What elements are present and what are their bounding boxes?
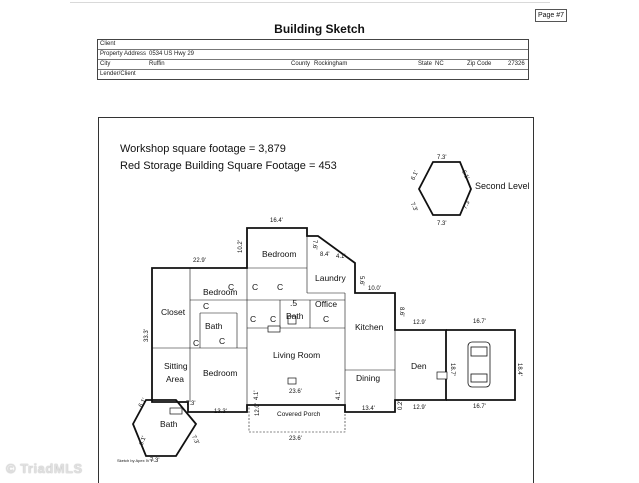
dim-hex-b: 7.3': [186, 401, 196, 407]
room-office: Office: [315, 299, 337, 309]
dim-laundry-a: 8.4': [320, 252, 330, 258]
dim-garage-side-b: 18.4': [516, 363, 522, 376]
dim-garage-bottom: 16.7': [473, 404, 486, 410]
dim-hex-c: 6.1': [139, 435, 148, 446]
dim-bedroom-side: 10.2': [238, 240, 244, 253]
dim-laundry-b: 4.1': [336, 254, 346, 260]
room-sitting-area-line1: Sitting: [164, 361, 188, 371]
dim-porch-small-a: 4.1': [254, 391, 260, 401]
county-value: Rockingham: [314, 61, 348, 67]
room-bedroom-top: Bedroom: [262, 249, 297, 259]
room-bedroom-left: Bedroom: [203, 287, 238, 297]
covered-porch-outline: [248, 404, 346, 433]
property-address-label: Property Address: [100, 51, 147, 57]
dim-left-side: 33.3': [144, 329, 150, 342]
dim-porch-bottom: 23.6': [289, 436, 302, 442]
address-row: Property Address 0534 US Hwy 29: [98, 50, 528, 60]
state-value: NC: [435, 61, 444, 67]
room-covered-porch: Covered Porch: [277, 411, 321, 418]
sketch-credit: Sketch by Apex IV™: [117, 458, 153, 463]
dim-second-level: 7.3': [437, 221, 447, 227]
dim-left-top: 22.9': [193, 258, 206, 264]
dim-hex-d: 7.3': [190, 434, 199, 445]
floor-plan: Bedroom Laundry Bedroom Closet .5 Bath O…: [117, 155, 530, 464]
room-bath-hex: Bath: [160, 419, 178, 429]
closet-mark: C: [219, 336, 225, 346]
exterior-walls: [132, 161, 516, 457]
room-half-bath-fraction: .5: [290, 298, 297, 308]
city-label: City: [100, 61, 111, 67]
lender-label: Lender/Client: [100, 71, 136, 77]
fixture-symbols: [169, 315, 448, 415]
dim-top-bedroom: 16.4': [270, 218, 283, 224]
room-laundry: Laundry: [315, 273, 346, 283]
closet-mark: C: [277, 282, 283, 292]
room-closet: Closet: [161, 307, 186, 317]
dim-second-level: 6.1': [460, 169, 469, 180]
dim-garage-top: 16.7': [473, 319, 486, 325]
dimension-labels: 16.4' 22.9' 10.2' 7.6' 8.4' 4.1' 5.6' 10…: [138, 218, 522, 464]
closet-mark: C: [193, 338, 199, 348]
dim-bottom-mid: 13.4': [362, 406, 375, 412]
room-labels: Bedroom Laundry Bedroom Closet .5 Bath O…: [160, 249, 427, 429]
second-level-dimensions: 7.3' 6.1' 6.1' 7.3' 7.3' 7.3' Second Lev…: [409, 155, 530, 227]
room-half-bath: Bath: [286, 311, 304, 321]
dim-bottom-left: 13.3': [214, 409, 227, 415]
page-number-badge: Page #7: [535, 9, 567, 22]
sketch-frame: [98, 117, 534, 483]
top-rule: [70, 2, 550, 3]
interior-walls: [152, 236, 396, 405]
closet-mark: C: [270, 314, 276, 324]
dim-den-bottom: 12.9': [413, 405, 426, 411]
workshop-footage-note: Workshop square footage = 3,879: [120, 143, 286, 155]
room-dining: Dining: [356, 373, 380, 383]
dim-second-level: 6.1': [410, 170, 419, 181]
dim-second-level: 7.3': [409, 202, 418, 213]
room-kitchen: Kitchen: [355, 322, 384, 332]
dim-porch-small-b: 4.1': [336, 391, 342, 401]
dim-second-level: 7.3': [437, 155, 447, 161]
county-label: County: [291, 61, 311, 67]
dim-den-top: 12.9': [413, 320, 426, 326]
closet-mark: C: [323, 314, 329, 324]
property-info-table: Client Property Address 0534 US Hwy 29 C…: [97, 39, 529, 80]
client-label: Client: [100, 41, 116, 47]
city-row: City Ruffin County Rockingham State NC Z…: [98, 60, 528, 70]
dim-den-side: 8.6': [398, 307, 404, 317]
dim-second-level: 7.3': [462, 199, 471, 210]
dim-hex-e: 7.3': [150, 458, 160, 464]
lender-row: Lender/Client: [98, 70, 528, 79]
dim-laundry-side: 7.6': [311, 240, 317, 250]
storage-footage-note: Red Storage Building Square Footage = 45…: [120, 160, 337, 172]
closet-mark: C: [203, 301, 209, 311]
state-label: State: [418, 61, 433, 67]
room-living-room: Living Room: [273, 350, 320, 360]
dim-den-small: 0.2': [398, 401, 404, 411]
client-row: Client: [98, 40, 528, 50]
page-title: Building Sketch: [274, 22, 365, 36]
room-bedroom-bottom: Bedroom: [203, 368, 238, 378]
dim-living-top: 23.6': [289, 389, 302, 395]
closet-mark: C: [250, 314, 256, 324]
dim-hex-a: 6.1': [138, 397, 148, 408]
vehicle-symbol: [467, 341, 491, 388]
zip-value: 27326: [508, 61, 525, 67]
dim-porch-left: 12.0': [255, 403, 261, 416]
triadmls-watermark: © TriadMLS: [6, 461, 83, 476]
city-value: Ruffin: [149, 61, 165, 67]
property-address-value: 0534 US Hwy 29: [149, 51, 195, 57]
dim-kitchen-top: 10.0': [368, 286, 381, 292]
dim-garage-side-a: 18.7': [449, 363, 455, 376]
zip-label: Zip Code: [467, 61, 492, 67]
room-den: Den: [411, 361, 427, 371]
room-sitting-area-line2: Area: [166, 374, 184, 384]
room-bath-left: Bath: [205, 321, 223, 331]
closet-mark: C: [252, 282, 258, 292]
dim-kitchen-side: 5.6': [358, 276, 364, 286]
second-level-label: Second Level: [475, 181, 530, 191]
closet-mark: C: [228, 282, 234, 292]
